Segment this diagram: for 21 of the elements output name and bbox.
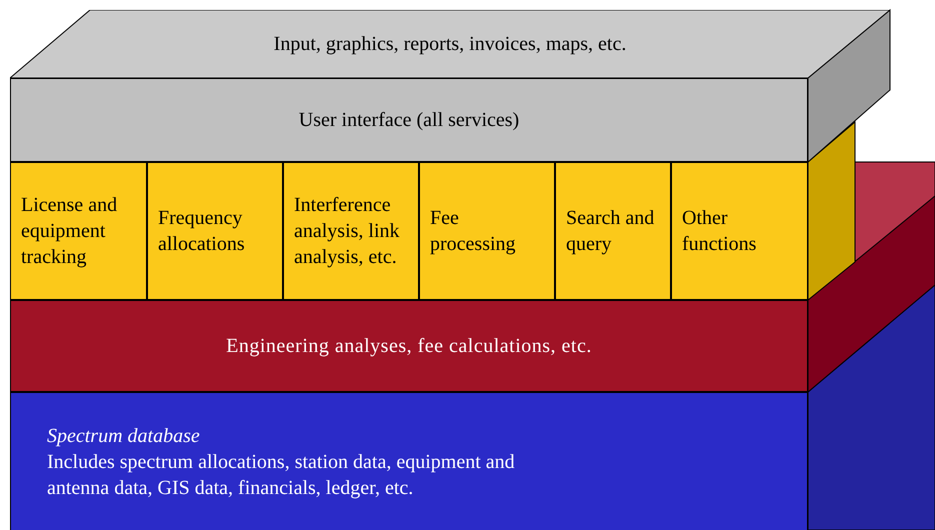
function-label: Interference analysis, link analysis, etc. [294,193,401,270]
function-block [283,162,419,300]
layer-label: User interface (all services) [298,108,520,133]
function-label: Fee processing [430,206,517,257]
layer-block [10,78,808,162]
layer-block [10,300,808,392]
function-block [419,162,555,300]
function-block [147,162,283,300]
block-top-face [10,10,890,78]
function-label: License and equipment tracking [21,193,118,270]
layer-description: Includes spectrum allocations, station data, equipment and antenna data, GIS data, financials, ledger, etc. [47,450,516,501]
function-block [671,162,808,300]
function-block [555,162,671,300]
layer-label: Engineering analyses, fee calculations, etc. [226,334,592,359]
function-label: Other functions [682,206,758,257]
function-label: Search and query [566,206,656,257]
layer-block [10,392,808,530]
function-block [10,162,147,300]
layer-label: Input, graphics, reports, invoices, maps, etc. [274,32,626,57]
function-label: Frequency allocations [158,206,246,257]
layer-heading: Spectrum database [47,424,200,449]
